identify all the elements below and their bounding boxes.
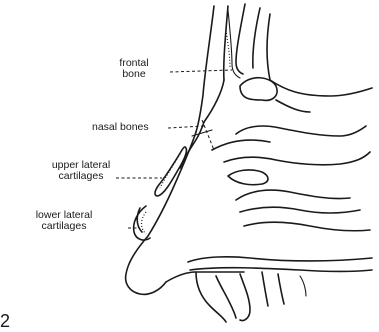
frontal-bone-drawing: [196, 4, 372, 132]
upper-lateral-cartilage-drawing: [155, 147, 187, 196]
frontal-bone-label-line-2: bone: [100, 69, 168, 80]
upper-lateral-cartilages-label: upper lateral cartilages: [46, 160, 116, 182]
nasal-bones-label: nasal bones: [92, 122, 168, 133]
lip-and-palate-drawing: [166, 257, 372, 322]
nasal-bones-label-line-1: nasal bones: [92, 122, 168, 133]
upper-lateral-cartilages-label-line-2: cartilages: [46, 171, 116, 182]
lower-lateral-cartilages-label: lower lateral cartilages: [0, 210, 128, 232]
nasal-cavity-drawing: [212, 126, 370, 231]
nasal-bones-drawing: [148, 120, 214, 236]
lower-lateral-cartilages-label-line-2: cartilages: [0, 221, 128, 232]
lower-lateral-cartilage-drawing: [126, 206, 166, 294]
figure-number: 2: [0, 311, 10, 332]
frontal-bone-label: frontal bone: [100, 58, 168, 80]
